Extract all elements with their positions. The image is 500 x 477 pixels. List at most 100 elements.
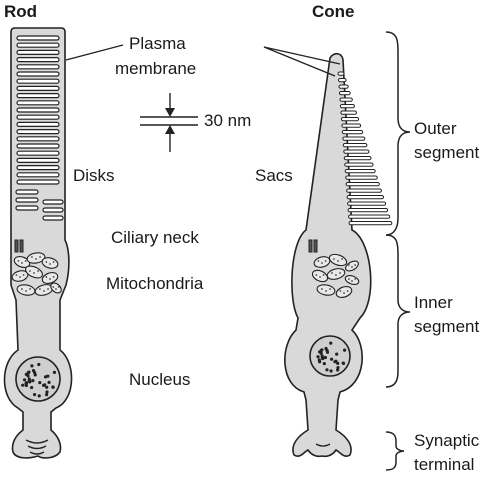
mitochondrion-crista [35, 258, 37, 260]
chromatin-dot [30, 364, 33, 367]
mitochondrion-crista [16, 274, 18, 276]
mitochondrion-crista [55, 288, 57, 290]
mitochondrion-crista [25, 260, 27, 262]
mitochondrion-crista [340, 290, 342, 292]
chromatin-dot [321, 356, 324, 359]
synaptic-terminal-label-line1: Synaptic [414, 431, 480, 450]
rod-disk [17, 79, 59, 83]
mitochondrion-crista [318, 260, 320, 262]
mitochondrion-crista [21, 262, 23, 264]
chromatin-dot [52, 386, 55, 389]
cone-title: Cone [312, 2, 355, 21]
rod-disk [17, 151, 59, 155]
rod-disk [17, 180, 59, 184]
mitochondrion-crista [18, 260, 20, 262]
mitochondrion-crista [333, 258, 335, 260]
chromatin-dot [42, 384, 45, 387]
cone-sac [347, 196, 383, 199]
inner-segment-brace [386, 235, 410, 387]
chromatin-dot [37, 363, 40, 366]
mitochondrion-crista [331, 272, 333, 274]
mitochondrion-crista [47, 288, 49, 290]
spacing-label: 30 nm [204, 111, 251, 130]
mitochondrion-crista [53, 261, 55, 263]
cone-sac [348, 202, 386, 205]
inner-segment-label-line2: segment [414, 317, 479, 336]
mitochondrion-crista [19, 276, 21, 278]
mitochondrion-crista [321, 288, 323, 290]
rod-disk [17, 72, 59, 76]
cone-sac [339, 92, 350, 95]
chromatin-dot [21, 384, 24, 387]
rod-disk [17, 130, 59, 134]
cone-sac [346, 183, 379, 186]
chromatin-dot [318, 360, 321, 363]
rod-disk [17, 115, 59, 119]
chromatin-dot [27, 371, 30, 374]
mitochondrion-crista [49, 263, 51, 265]
disks-label: Disks [73, 166, 115, 185]
chromatin-dot [325, 368, 328, 371]
mitochondrion-crista [319, 276, 321, 278]
mitochondrion-crista [325, 260, 327, 262]
mitochondrion-crista [354, 264, 356, 266]
outer-segment-brace [386, 32, 410, 235]
mitochondrion-crista [37, 270, 39, 272]
cone-sac [340, 105, 354, 108]
mitochondrion-crista [21, 288, 23, 290]
chromatin-dot [45, 393, 48, 396]
chromatin-dot [23, 378, 26, 381]
cone-sac [349, 222, 392, 225]
plasma-membrane-label-line2: membrane [115, 59, 196, 78]
mitochondrion-crista [43, 290, 45, 292]
mitochondrion-crista [29, 270, 31, 272]
cone-sac [338, 72, 344, 75]
rod-cell [5, 28, 72, 458]
chromatin-dot [323, 362, 326, 365]
mitochondrion-crista [52, 286, 54, 288]
chromatin-dot [38, 381, 41, 384]
rod-disk [17, 166, 59, 170]
chromatin-dot [27, 374, 30, 377]
chromatin-dot [320, 348, 323, 351]
mitochondrion-crista [351, 266, 353, 268]
cone-sac [341, 118, 358, 121]
mitochondrion-crista [348, 264, 350, 266]
leader-lines [66, 45, 340, 76]
mitochondrion-crista [325, 290, 327, 292]
chromatin-dot [333, 360, 336, 363]
chromatin-dot [31, 379, 34, 382]
cone-body [285, 54, 371, 457]
chromatin-dot [53, 371, 56, 374]
rod-disk [17, 65, 59, 69]
nucleus-label: Nucleus [129, 370, 190, 389]
rod-disk [17, 144, 59, 148]
rod-disk [17, 108, 59, 112]
cone-sac [340, 98, 352, 101]
plasma-membrane-leader-rod [66, 45, 123, 60]
mitochondrion-crista [343, 292, 345, 294]
plasma-membrane-leader-cone-b [264, 47, 335, 76]
chromatin-dot [335, 352, 338, 355]
ciliary-neck-label: Ciliary neck [111, 228, 199, 247]
chromatin-dot [316, 355, 319, 358]
chromatin-dot [46, 375, 49, 378]
cone-sac [345, 170, 375, 173]
segment-braces [386, 32, 410, 470]
cone-sac [347, 189, 382, 192]
rod-disk [17, 158, 59, 162]
mitochondrion-crista [347, 290, 349, 292]
mitochondrion-crista [46, 276, 48, 278]
rod-disk [17, 86, 59, 90]
chromatin-dot [329, 341, 332, 344]
mitochondrion-crista [339, 272, 341, 274]
cone-sac [341, 111, 357, 114]
chromatin-dot [45, 390, 48, 393]
rod-disk [17, 173, 59, 177]
chromatin-dot [28, 379, 31, 382]
cone-sac [344, 157, 371, 160]
cone-sac [343, 137, 365, 140]
outer-segment-label-line2: segment [414, 143, 479, 162]
mitochondrion-crista [39, 256, 41, 258]
